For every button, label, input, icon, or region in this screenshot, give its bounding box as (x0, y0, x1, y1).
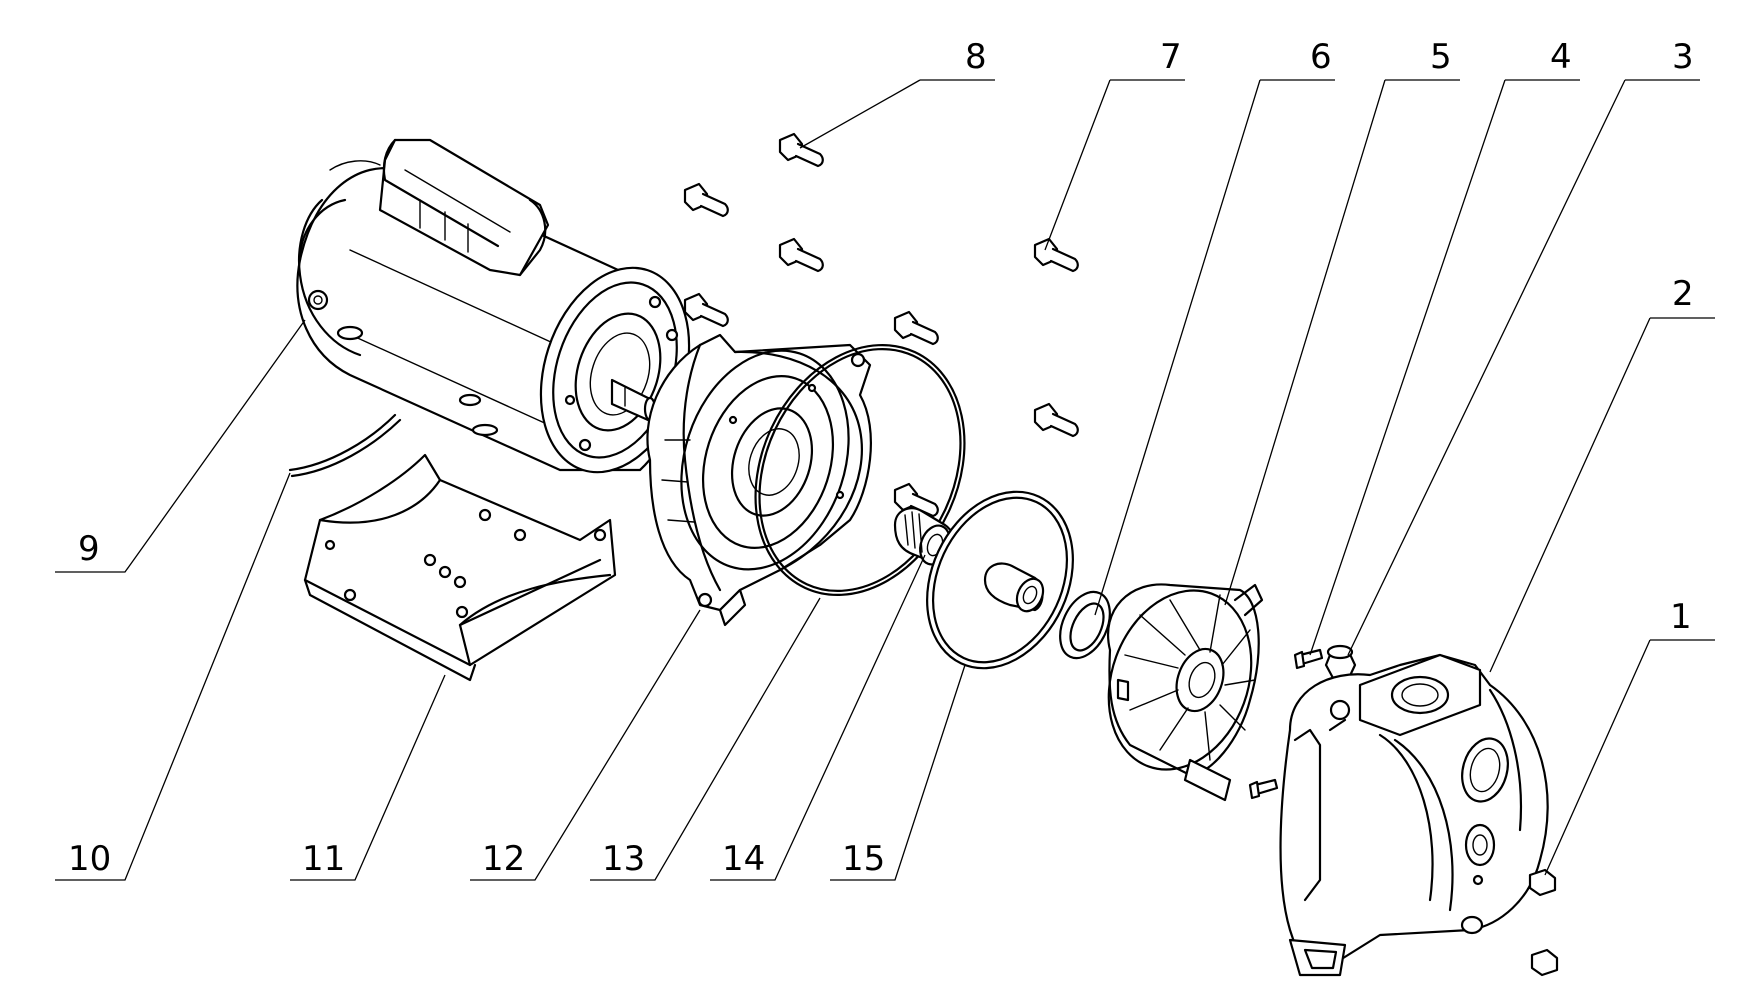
drain-screw-lower (1248, 778, 1279, 800)
bolt (683, 292, 729, 328)
pump-body (1279, 653, 1549, 977)
callout-8: 8 (965, 37, 987, 77)
callout-14: 14 (722, 839, 765, 879)
base-bracket (303, 453, 617, 682)
bolt (893, 482, 939, 518)
bolt (1033, 402, 1079, 438)
bolt (1033, 237, 1079, 273)
o-ring (754, 344, 966, 596)
callout-11: 11 (302, 839, 345, 879)
drain-screw (1293, 648, 1324, 670)
callout-10: 10 (68, 839, 111, 879)
motor (296, 138, 691, 474)
callout-12: 12 (482, 839, 525, 879)
bolt (778, 132, 824, 168)
callout-4: 4 (1550, 37, 1572, 77)
bolt (893, 310, 939, 346)
callout-3: 3 (1672, 37, 1694, 77)
callout-15: 15 (842, 839, 885, 879)
callout-6: 6 (1310, 37, 1332, 77)
plug-nut-upper (1528, 868, 1557, 897)
callout-2: 2 (1672, 274, 1694, 314)
callout-9: 9 (78, 529, 100, 569)
diffuser (1107, 583, 1264, 802)
impeller (926, 490, 1074, 670)
plug-nut-lower (1530, 948, 1559, 977)
bolt (778, 237, 824, 273)
callout-5: 5 (1430, 37, 1452, 77)
wire (288, 413, 402, 478)
callout-1: 1 (1670, 597, 1692, 637)
bolt (683, 182, 729, 218)
motor-bracket (646, 333, 872, 627)
callout-13: 13 (602, 839, 645, 879)
callout-7: 7 (1160, 37, 1182, 77)
leader-lines (55, 79, 1715, 881)
